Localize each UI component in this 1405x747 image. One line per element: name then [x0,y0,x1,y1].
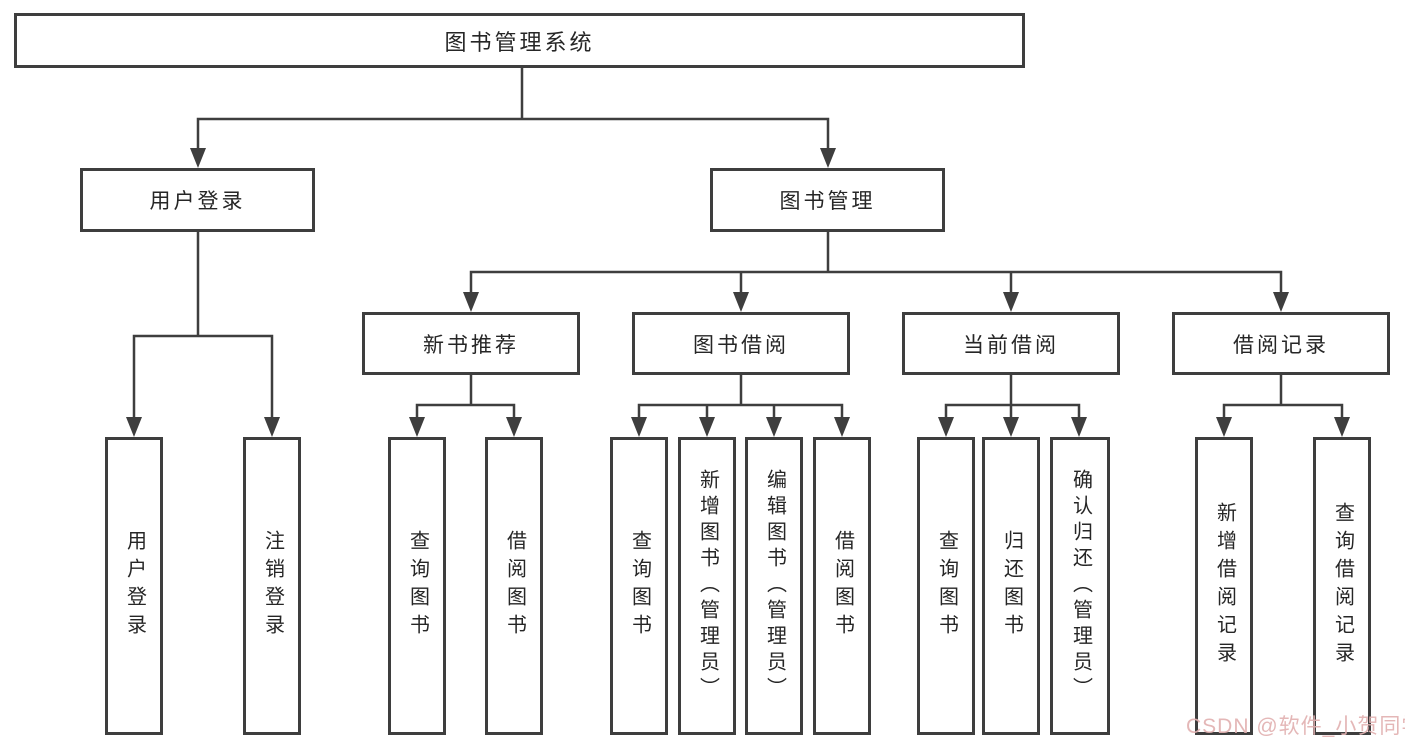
arrowhead-icon [1071,417,1087,437]
arrowhead-icon [631,417,647,437]
arrowhead-icon [1003,417,1019,437]
arrowhead-icon [1003,292,1019,312]
node-borrow-record: 借阅记录 [1172,312,1390,375]
leaf-label: 查询图书 [935,530,958,642]
arrowhead-icon [506,417,522,437]
arrowhead-icon [699,417,715,437]
arrowhead-icon [463,292,479,312]
leaf-label: 查询借阅记录 [1331,502,1354,670]
node-library-management-system: 图书管理系统 [14,13,1025,68]
connector-path [132,66,1344,421]
leaf-label: 用户登录 [123,530,146,642]
node-user-login: 用户登录 [80,168,315,232]
node-book-management: 图书管理 [710,168,945,232]
leaf-label: 注销登录 [261,530,284,642]
leaf-query-book-current: 查询图书 [917,437,975,735]
arrowhead-icon [766,417,782,437]
leaf-add-borrow-record: 新增借阅记录 [1195,437,1253,735]
node-label: 借阅记录 [1233,333,1329,357]
leaf-label: 新增借阅记录 [1213,502,1236,670]
leaf-add-book-admin: 新增图书（管理员） [678,437,736,735]
leaf-borrow-book-recommend: 借阅图书 [485,437,543,735]
leaf-label: 确认归还（管理员） [1069,469,1092,703]
leaf-label: 借阅图书 [831,530,854,642]
node-label: 图书借阅 [693,333,789,357]
arrowhead-icon [126,417,142,437]
leaf-confirm-return-admin: 确认归还（管理员） [1050,437,1110,735]
arrowhead-icon [264,417,280,437]
leaf-query-book-borrow: 查询图书 [610,437,668,735]
arrowhead-icon [1334,417,1350,437]
arrowhead-icon [190,148,206,168]
arrowhead-icon [938,417,954,437]
arrowhead-icon [834,417,850,437]
leaf-return-book: 归还图书 [982,437,1040,735]
leaf-borrow-book: 借阅图书 [813,437,871,735]
leaf-query-borrow-record: 查询借阅记录 [1313,437,1371,735]
leaf-edit-book-admin: 编辑图书（管理员） [745,437,803,735]
leaf-query-book-recommend: 查询图书 [388,437,446,735]
node-new-book-recommend: 新书推荐 [362,312,580,375]
leaf-label: 查询图书 [406,530,429,642]
arrowhead-icon [733,292,749,312]
leaf-label: 编辑图书（管理员） [763,469,786,703]
leaf-label: 归还图书 [1000,530,1023,642]
node-label: 图书管理 [779,190,876,213]
node-label: 用户登录 [149,190,246,213]
node-label: 当前借阅 [963,333,1059,357]
arrowheads [126,148,1350,437]
leaf-logout: 注销登录 [243,437,301,735]
arrowhead-icon [820,148,836,168]
leaf-label: 查询图书 [628,530,651,642]
leaf-label: 借阅图书 [503,530,526,642]
node-label: 新书推荐 [423,333,519,357]
node-book-borrow: 图书借阅 [632,312,850,375]
node-label: 图书管理系统 [444,29,595,55]
arrowhead-icon [1216,417,1232,437]
leaf-label: 新增图书（管理员） [696,469,719,703]
arrowhead-icon [409,417,425,437]
csdn-watermark: CSDN @软件_小贺同学 [1186,715,1405,738]
leaf-user-login: 用户登录 [105,437,163,735]
arrowhead-icon [1273,292,1289,312]
node-current-borrow: 当前借阅 [902,312,1120,375]
